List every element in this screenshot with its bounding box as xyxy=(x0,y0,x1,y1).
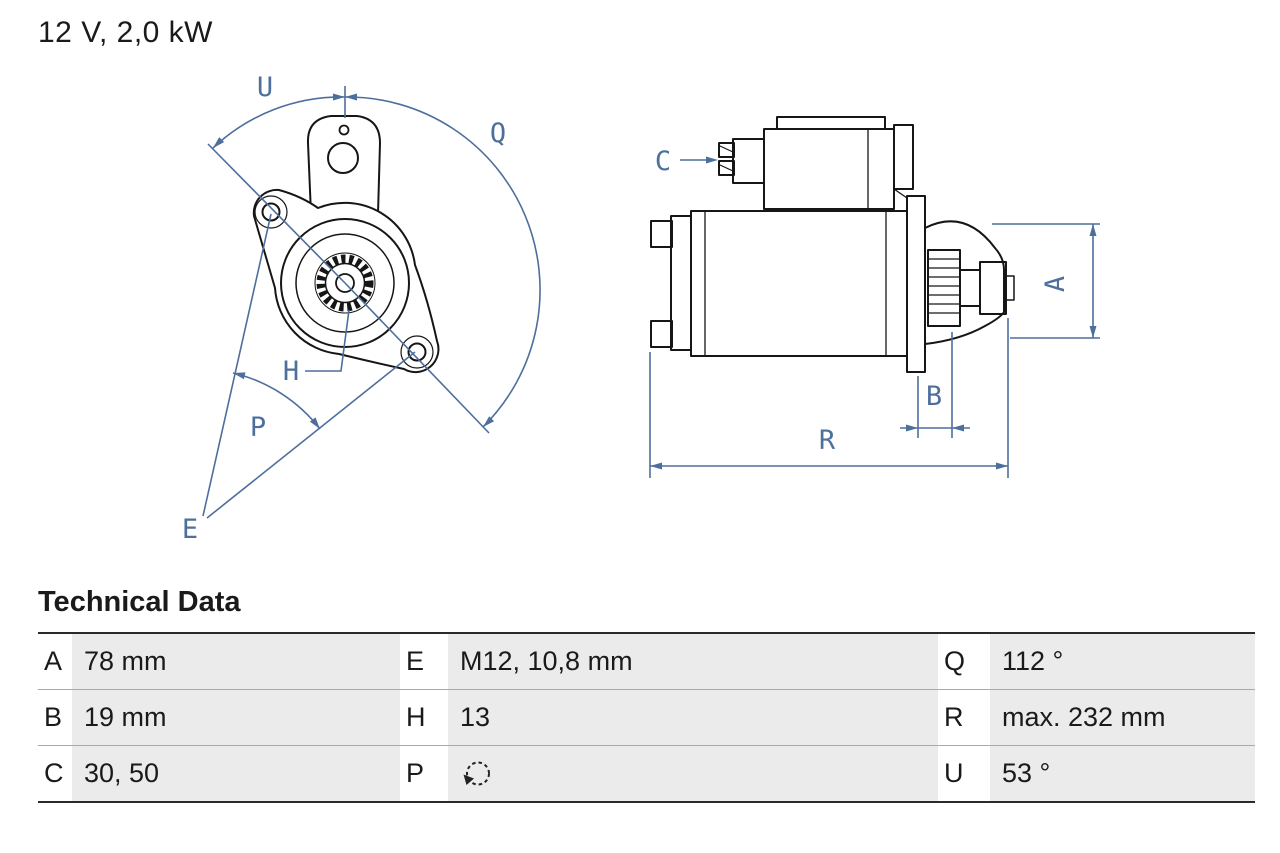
label-C: C xyxy=(655,146,671,177)
technical-drawing: U Q H P E xyxy=(182,72,1100,545)
drive-housing-top xyxy=(924,220,1005,313)
side-dimension-arrows xyxy=(650,156,1097,470)
drive-flange xyxy=(906,195,926,373)
u-dimension-arc xyxy=(212,96,346,149)
tech-key-Q: Q xyxy=(938,633,990,690)
bracket-pin-hole xyxy=(338,124,350,136)
label-B: B xyxy=(926,381,942,412)
u-boundary-line xyxy=(207,143,346,284)
label-A: A xyxy=(1040,276,1071,292)
table-row: A 78 mm E M12, 10,8 mm Q 112 ° xyxy=(38,633,1255,690)
shaft-end xyxy=(1005,275,1015,301)
front-dimension-arrows xyxy=(213,93,495,429)
tech-value-H: 13 xyxy=(448,689,938,746)
technical-data-heading: Technical Data xyxy=(38,586,241,618)
mount-hole-ring-bottom xyxy=(400,335,434,369)
rotation-direction-icon xyxy=(463,761,490,785)
boss-outer-circle xyxy=(280,218,410,348)
rear-end-cap xyxy=(670,215,692,351)
tech-key-H: H xyxy=(400,689,448,746)
shaft-stub xyxy=(979,261,1007,315)
technical-data-table: A 78 mm E M12, 10,8 mm Q 112 ° B 19 mm H… xyxy=(38,632,1255,803)
tech-key-U: U xyxy=(938,745,990,802)
shaft-hole xyxy=(335,273,355,293)
side-view-dimensions: C A B R xyxy=(649,146,1100,478)
tech-value-U: 53 ° xyxy=(990,745,1255,802)
e-leader-bottom xyxy=(206,351,416,519)
motor-body xyxy=(690,210,908,357)
boss-inner-circle xyxy=(295,233,395,333)
mount-hole-top xyxy=(261,202,281,222)
mount-hole-bottom xyxy=(407,342,427,362)
q-dimension-arc xyxy=(344,96,541,428)
tech-key-A: A xyxy=(38,633,72,690)
front-view-dimensions: U Q H P E xyxy=(182,72,541,545)
spec-title: 12 V, 2,0 kW xyxy=(38,16,213,49)
label-R: R xyxy=(819,425,836,456)
tech-value-B: 19 mm xyxy=(72,689,400,746)
label-P: P xyxy=(250,412,266,443)
label-H: H xyxy=(283,356,299,387)
tech-key-P: P xyxy=(400,745,448,802)
terminal-stud-1 xyxy=(718,142,735,158)
p-dimension-arc xyxy=(232,372,321,430)
label-Q: Q xyxy=(490,118,506,149)
front-view xyxy=(252,115,440,374)
tech-key-B: B xyxy=(38,689,72,746)
mounting-bracket xyxy=(306,115,381,215)
pinion-gear xyxy=(927,249,961,327)
tech-key-C: C xyxy=(38,745,72,802)
tech-value-P xyxy=(448,745,938,802)
e-leader-top xyxy=(202,213,272,517)
tech-value-Q: 112 ° xyxy=(990,633,1255,690)
q-boundary-line xyxy=(344,282,490,434)
solenoid-cap xyxy=(893,124,914,190)
solenoid-body xyxy=(763,128,895,210)
side-view xyxy=(650,116,1015,373)
tech-key-R: R xyxy=(938,689,990,746)
tech-value-C: 30, 50 xyxy=(72,745,400,802)
table-row: B 19 mm H 13 R max. 232 mm xyxy=(38,689,1255,746)
rear-tab-top xyxy=(650,220,673,248)
label-E: E xyxy=(182,514,198,545)
tech-value-R: max. 232 mm xyxy=(990,689,1255,746)
tech-value-E: M12, 10,8 mm xyxy=(448,633,938,690)
pinion-gear-teeth xyxy=(927,258,961,314)
h-leader xyxy=(305,309,350,372)
pinion-teeth xyxy=(316,254,374,312)
drive-shaft xyxy=(959,269,981,307)
rear-tab-bottom xyxy=(650,320,673,348)
table-row: C 30, 50 P U 53 ° xyxy=(38,745,1255,802)
tech-key-E: E xyxy=(400,633,448,690)
tech-value-A: 78 mm xyxy=(72,633,400,690)
label-U: U xyxy=(257,72,273,103)
mount-hole-ring-top xyxy=(254,195,288,229)
solenoid-top xyxy=(776,116,886,130)
terminal-stud-2 xyxy=(718,160,735,176)
bracket-hole xyxy=(327,142,359,174)
drive-housing-bottom xyxy=(924,311,1005,345)
gear-root-circle xyxy=(314,252,376,314)
terminal-block xyxy=(732,138,765,184)
